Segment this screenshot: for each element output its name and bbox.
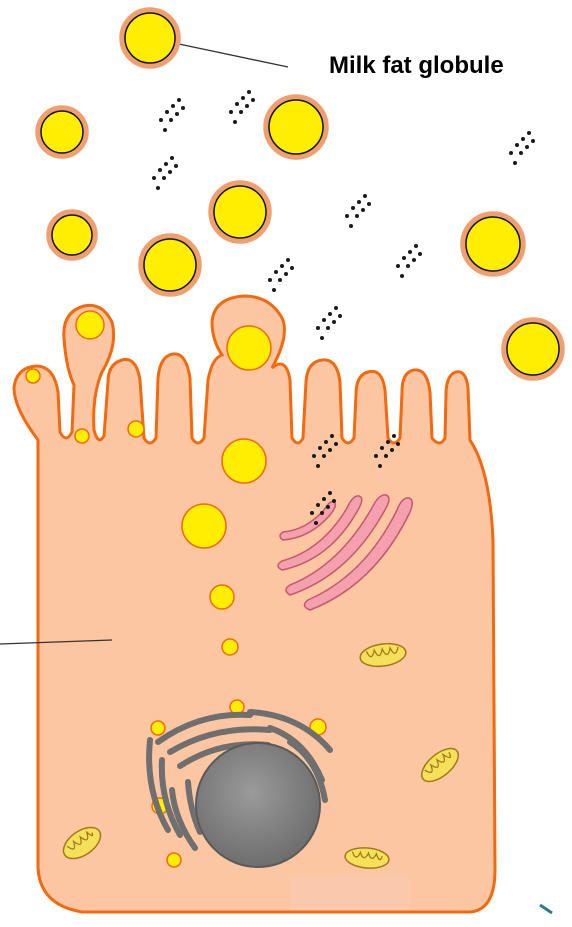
protein-granule-dot: [239, 110, 243, 114]
protein-granule-dot: [328, 491, 332, 495]
protein-granule-dot: [378, 464, 382, 468]
protein-granule-dot: [245, 104, 249, 108]
protein-granule-dot: [384, 454, 388, 458]
protein-granule-dot: [322, 318, 326, 322]
protein-granule-dot: [274, 270, 278, 274]
protein-granule-dot: [170, 156, 174, 160]
protein-granule-dot: [527, 131, 531, 135]
protein-granule-dot: [349, 224, 353, 228]
protein-granule-dot: [334, 306, 338, 310]
protein-granule-dot: [328, 448, 332, 452]
protein-granule-dot: [531, 139, 535, 143]
protein-granule-dot: [324, 440, 328, 444]
corner-mark: [540, 905, 552, 913]
protein-granule-dot: [412, 258, 416, 262]
protein-granule-dot: [509, 151, 513, 155]
protein-granule-dot: [235, 102, 239, 106]
protein-granule-dot: [241, 96, 245, 100]
protein-granule-dot: [351, 206, 355, 210]
protein-granule-dot: [247, 90, 251, 94]
protein-granule-dot: [310, 511, 314, 515]
protein-granule-dot: [402, 256, 406, 260]
protein-granule-dot: [159, 118, 163, 122]
protein-granule-dot: [284, 272, 288, 276]
protein-granule-dot: [345, 214, 349, 218]
protein-granule-dot: [280, 264, 284, 268]
protein-granule-dot: [156, 186, 160, 190]
protein-granule-dot: [268, 278, 272, 282]
protein-granule-dot: [286, 258, 290, 262]
protein-granule-dot: [414, 244, 418, 248]
label-milk-fat-globule: Milk fat globule: [329, 52, 504, 80]
protein-granule-dot: [328, 312, 332, 316]
protein-granule-dot: [272, 288, 276, 292]
protein-granule-dot: [177, 98, 181, 102]
protein-granule-dot: [171, 104, 175, 108]
protein-granule-dot: [312, 454, 316, 458]
protein-granule-dot: [326, 505, 330, 509]
protein-granule-dot: [519, 151, 523, 155]
protein-granule-dot: [316, 326, 320, 330]
protein-granule-dot: [290, 266, 294, 270]
protein-granule-dot: [320, 336, 324, 340]
protein-granule-dot: [525, 145, 529, 149]
protein-granule-dot: [158, 168, 162, 172]
protein-granule-dot: [357, 200, 361, 204]
protein-granule-dot: [152, 176, 156, 180]
protein-granule-dot: [316, 464, 320, 468]
protein-granule-dot: [386, 440, 390, 444]
protein-granule-dot: [374, 454, 378, 458]
protein-granule-dot: [174, 164, 178, 168]
protein-granule-dot: [278, 278, 282, 282]
protein-granule-dot: [163, 128, 167, 132]
protein-granule-dot: [314, 521, 318, 525]
protein-granule-dot: [251, 98, 255, 102]
protein-granule-dot: [326, 326, 330, 330]
protein-granule-dot: [330, 434, 334, 438]
protein-granule-dot: [162, 176, 166, 180]
protein-granule-dot: [318, 446, 322, 450]
protein-granule-dot: [400, 274, 404, 278]
protein-granule-dot: [406, 264, 410, 268]
protein-granule-dot: [515, 143, 519, 147]
protein-granule-dot: [165, 110, 169, 114]
protein-granule-dot: [164, 162, 168, 166]
protein-granule-dot: [334, 442, 338, 446]
protein-granule-dot: [367, 202, 371, 206]
nucleus: [196, 743, 320, 867]
protein-granule-dot: [316, 503, 320, 507]
protein-granule-dot: [363, 194, 367, 198]
protein-granule-dot: [181, 106, 185, 110]
protein-granule-dot: [175, 112, 179, 116]
protein-granule-dot: [322, 497, 326, 501]
protein-granule-dot: [408, 250, 412, 254]
protein-granule-dot: [233, 120, 237, 124]
protein-granule-dot: [338, 314, 342, 318]
protein-granule-dot: [521, 137, 525, 141]
protein-granule-dot: [168, 170, 172, 174]
protein-granule-dot: [332, 320, 336, 324]
protein-granule-dot: [418, 252, 422, 256]
protein-granule-dot: [169, 118, 173, 122]
footer-box: [290, 876, 410, 910]
protein-granule-dot: [513, 161, 517, 165]
protein-granule-dot: [229, 110, 233, 114]
protein-granule-dot: [396, 264, 400, 268]
protein-granule-dot: [361, 208, 365, 212]
protein-granule-dot: [390, 448, 394, 452]
protein-granule-dot: [355, 214, 359, 218]
protein-granule-dot: [320, 511, 324, 515]
protein-granule-dot: [396, 442, 400, 446]
protein-granule-dot: [380, 446, 384, 450]
protein-granule-dot: [332, 499, 336, 503]
protein-granule-dot: [322, 454, 326, 458]
protein-granule-dot: [392, 434, 396, 438]
